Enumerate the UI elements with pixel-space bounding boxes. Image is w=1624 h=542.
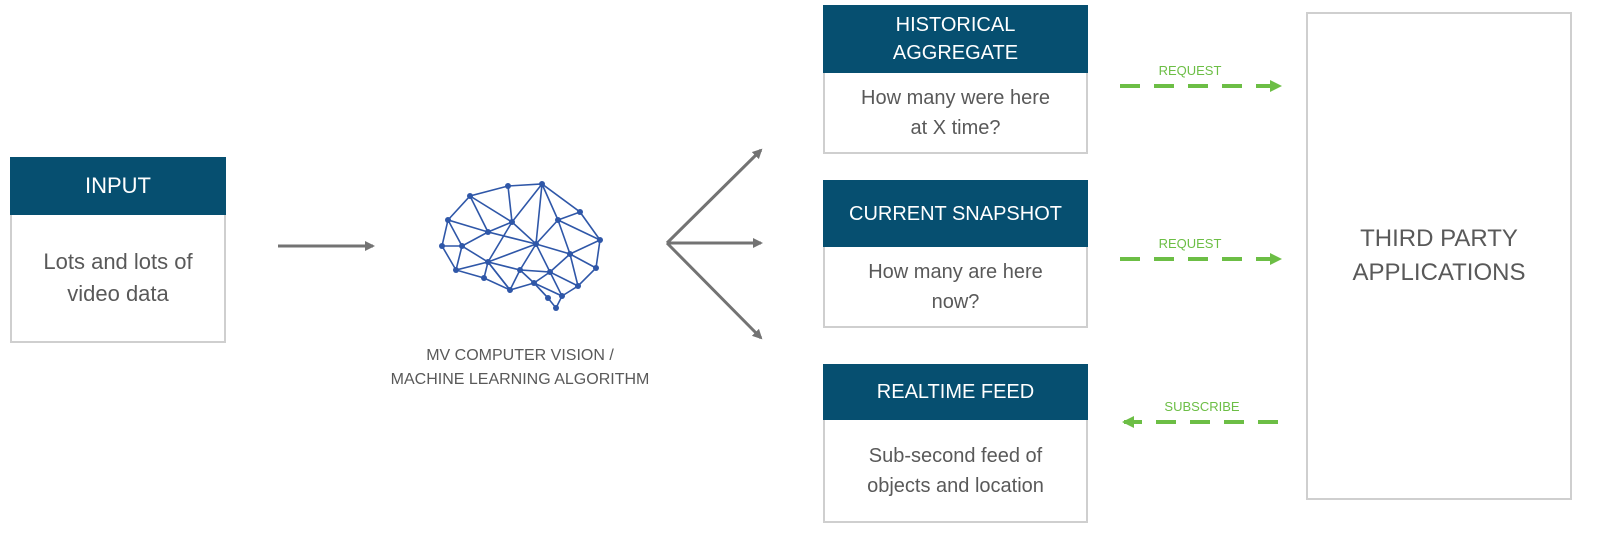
realtime-feed-body-line1: Sub-second feed of (868, 444, 1043, 467)
algorithm-caption-line2: MACHINE LEARNING ALGORITHM (390, 371, 650, 388)
realtime-feed-body: Sub-second feed of objects and location (823, 420, 1088, 523)
realtime-feed-title: REALTIME FEED (823, 364, 1088, 420)
current-snapshot-body-line2: now? (931, 290, 980, 313)
input-card-body: Lots and lots of video data (10, 215, 226, 343)
algorithm-caption-line1: MV COMPUTER VISION / (426, 347, 614, 364)
realtime-feed-body-line2: objects and location (867, 474, 1044, 497)
brain-network-icon (441, 180, 602, 310)
historical-aggregate-body: How many were here at X time? (823, 73, 1088, 154)
algorithm-to-historical-arrow (665, 148, 763, 245)
third-party-line1: THIRD PARTY (1360, 225, 1518, 252)
input-card-title: INPUT (10, 157, 226, 215)
current-snapshot-body-line1: How many are here (868, 260, 1043, 283)
snapshot-request-label: REQUEST (1158, 236, 1222, 251)
input-card: INPUT Lots and lots of video data (10, 157, 226, 343)
historical-aggregate-body-line2: at X time? (910, 116, 1001, 139)
current-snapshot-card: CURRENT SNAPSHOT How many are here now? (823, 180, 1088, 328)
brain-network-nodes (439, 181, 603, 311)
current-snapshot-title: CURRENT SNAPSHOT (823, 180, 1088, 247)
historical-aggregate-title: HISTORICAL AGGREGATE (823, 5, 1088, 73)
third-party-line2: APPLICATIONS (1352, 259, 1526, 286)
historical-request-label: REQUEST (1158, 63, 1222, 78)
historical-aggregate-title-line1: HISTORICAL (895, 14, 1016, 36)
algorithm-caption: MV COMPUTER VISION / MACHINE LEARNING AL… (340, 344, 700, 392)
realtime-subscribe-label: SUBSCRIBE (1164, 399, 1240, 414)
historical-aggregate-title-line2: AGGREGATE (892, 42, 1019, 64)
third-party-applications-box: THIRD PARTY APPLICATIONS (1306, 12, 1572, 500)
historical-aggregate-body-line1: How many were here (861, 86, 1050, 109)
algorithm-to-realtime-arrow (665, 241, 763, 340)
historical-aggregate-card: HISTORICAL AGGREGATE How many were here … (823, 5, 1088, 154)
realtime-feed-card: REALTIME FEED Sub-second feed of objects… (823, 364, 1088, 523)
current-snapshot-body: How many are here now? (823, 247, 1088, 328)
